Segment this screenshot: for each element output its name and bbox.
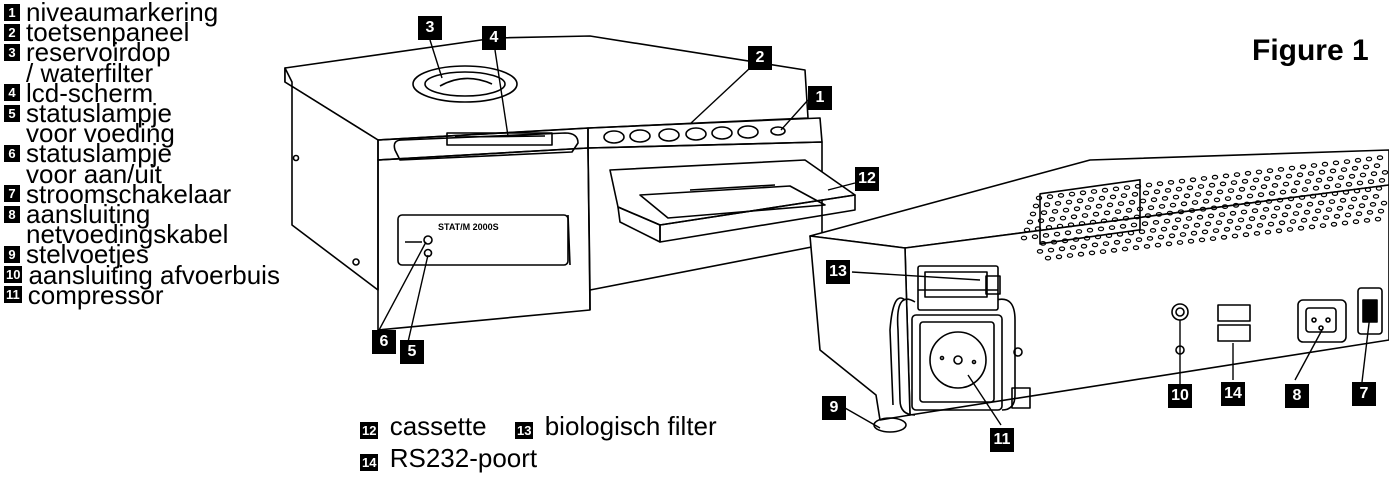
legend-label-cassette: cassette	[389, 411, 487, 441]
legend-badge: 8	[4, 205, 20, 223]
legend-item: 8 aansluiting	[4, 199, 280, 230]
legend-item: 5 statuslampje	[4, 98, 280, 129]
legend-item: 4 lcd-scherm	[4, 77, 280, 108]
legend-label: toetsenpaneel	[26, 17, 190, 48]
legend-badge: 6	[4, 145, 20, 163]
legend-bottom-row-1: 12 cassette 13 biologisch filter	[360, 412, 717, 440]
callout-4: 4	[482, 26, 506, 50]
callout-3: 3	[418, 16, 442, 40]
legend-item: 6 statuslampje	[4, 138, 280, 169]
legend-item: 1 niveaumarkering	[4, 0, 280, 27]
legend-item: voor voeding	[4, 118, 280, 149]
legend-badge-14: 14	[360, 454, 379, 471]
legend-badge: 1	[4, 3, 20, 21]
callout-14: 14	[1221, 382, 1245, 406]
legend-label-biological-filter: biologisch filter	[544, 411, 717, 441]
legend-item: voor aan/uit	[4, 158, 280, 189]
legend-badge: 7	[4, 185, 20, 203]
legend-label: / waterfilter	[26, 57, 154, 88]
legend-badge: 3	[4, 44, 20, 61]
legend-label: aansluiting	[26, 199, 151, 230]
callout-1: 1	[808, 86, 832, 110]
legend-badge: 4	[4, 84, 20, 102]
callout-5: 5	[400, 340, 424, 364]
legend-label: niveaumarkering	[26, 0, 219, 27]
legend-label: voor voeding	[26, 118, 175, 149]
legend-label: stelvoetjes	[26, 239, 149, 270]
callout-11: 11	[990, 428, 1014, 452]
legend-item: / waterfilter	[4, 57, 280, 88]
legend-item: 10 aansluiting afvoerbuis	[4, 259, 280, 290]
callout-7: 7	[1352, 382, 1376, 406]
callout-8: 8	[1285, 384, 1309, 408]
legend-item: 7 stroomschakelaar	[4, 178, 280, 209]
figure-title: Figure 1	[1252, 34, 1369, 67]
callout-9: 9	[822, 396, 846, 420]
legend-list: 1 niveaumarkering 2 toetsenpaneel 3 reservoir…	[4, 0, 280, 310]
legend-label: lcd-scherm	[26, 77, 154, 108]
legend-badge: 5	[4, 104, 20, 122]
callout-10: 10	[1168, 384, 1192, 408]
legend-label-rs232: RS232-poort	[389, 443, 538, 473]
legend-item: netvoedingskabel	[4, 219, 280, 250]
legend-label: netvoedingskabel	[26, 219, 229, 250]
legend-label: stroomschakelaar	[26, 178, 232, 209]
legend-label: voor aan/uit	[26, 158, 162, 189]
legend-item: 2 toetsenpaneel	[4, 17, 280, 48]
device-model-label: STAT/M 2000S	[438, 222, 499, 232]
legend-label: compressor	[27, 279, 164, 310]
legend-item: 11 compressor	[4, 279, 280, 310]
legend-badge: 11	[4, 286, 22, 304]
legend-label: aansluiting afvoerbuis	[28, 259, 280, 290]
legend-label: statuslampje	[26, 138, 172, 169]
legend-bottom-row-2: 14 RS232-poort	[360, 444, 537, 472]
callout-13: 13	[826, 260, 850, 284]
legend-label: statuslampje	[26, 98, 172, 129]
legend-badge-13: 13	[515, 422, 534, 439]
legend-badge-12: 12	[360, 422, 379, 439]
legend-item: 9 stelvoetjes	[4, 239, 280, 270]
legend-label: reservoirdop	[26, 37, 171, 68]
callout-6: 6	[372, 330, 396, 354]
legend-badge: 10	[4, 266, 23, 284]
vent-holes	[1020, 155, 1389, 261]
front-unit	[284, 35, 856, 331]
legend-badge: 2	[4, 23, 20, 41]
legend-item: 3 reservoirdop	[4, 37, 280, 68]
leader-lines	[377, 39, 1371, 429]
callout-12: 12	[855, 167, 879, 191]
legend-badge: 9	[4, 246, 20, 264]
callout-2: 2	[748, 46, 772, 70]
